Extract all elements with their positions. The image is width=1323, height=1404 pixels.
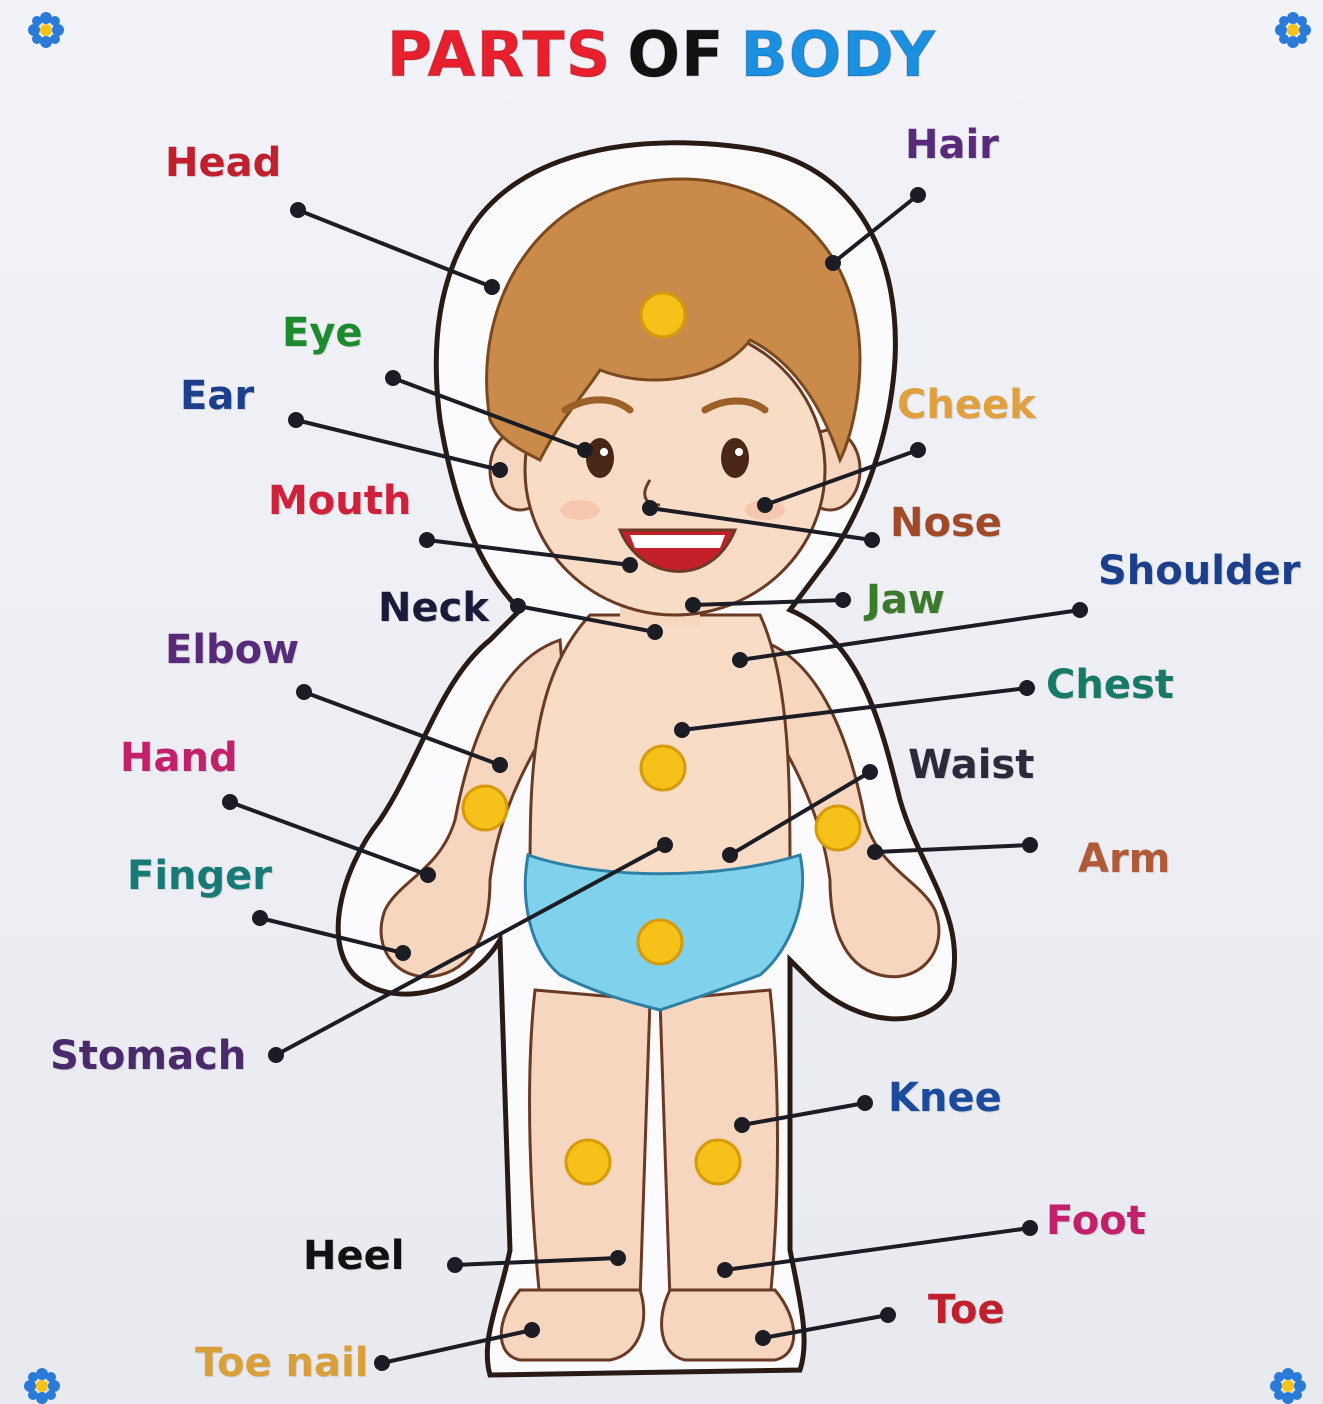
- label-arm: Arm: [1078, 836, 1170, 882]
- label-foot: Foot: [1046, 1198, 1146, 1244]
- label-stomach: Stomach: [50, 1033, 246, 1079]
- label-nose: Nose: [890, 500, 1002, 546]
- right-foot: [662, 1290, 794, 1360]
- label-jaw: Jaw: [866, 577, 945, 623]
- label-ear: Ear: [180, 373, 254, 419]
- label-waist: Waist: [908, 742, 1034, 788]
- label-neck: Neck: [378, 585, 489, 631]
- label-chest: Chest: [1046, 662, 1174, 708]
- label-hair: Hair: [905, 122, 999, 168]
- flower-icon: [1270, 1368, 1306, 1404]
- label-hand: Hand: [120, 735, 238, 781]
- flower-icon: [28, 12, 64, 48]
- left-foot: [501, 1290, 644, 1360]
- label-toe: Toe: [928, 1287, 1005, 1333]
- flower-icon: [24, 1368, 60, 1404]
- label-mouth: Mouth: [268, 478, 411, 524]
- label-shoulder: Shoulder: [1098, 548, 1300, 594]
- flower-icon: [1275, 12, 1311, 48]
- label-finger: Finger: [127, 853, 272, 899]
- label-head: Head: [165, 140, 281, 186]
- label-eye: Eye: [282, 310, 363, 356]
- label-elbow: Elbow: [165, 627, 299, 673]
- label-heel: Heel: [303, 1233, 404, 1279]
- label-cheek: Cheek: [897, 382, 1036, 428]
- right-eye: [721, 438, 749, 478]
- label-knee: Knee: [888, 1075, 1002, 1121]
- label-toe-nail: Toe nail: [195, 1340, 368, 1386]
